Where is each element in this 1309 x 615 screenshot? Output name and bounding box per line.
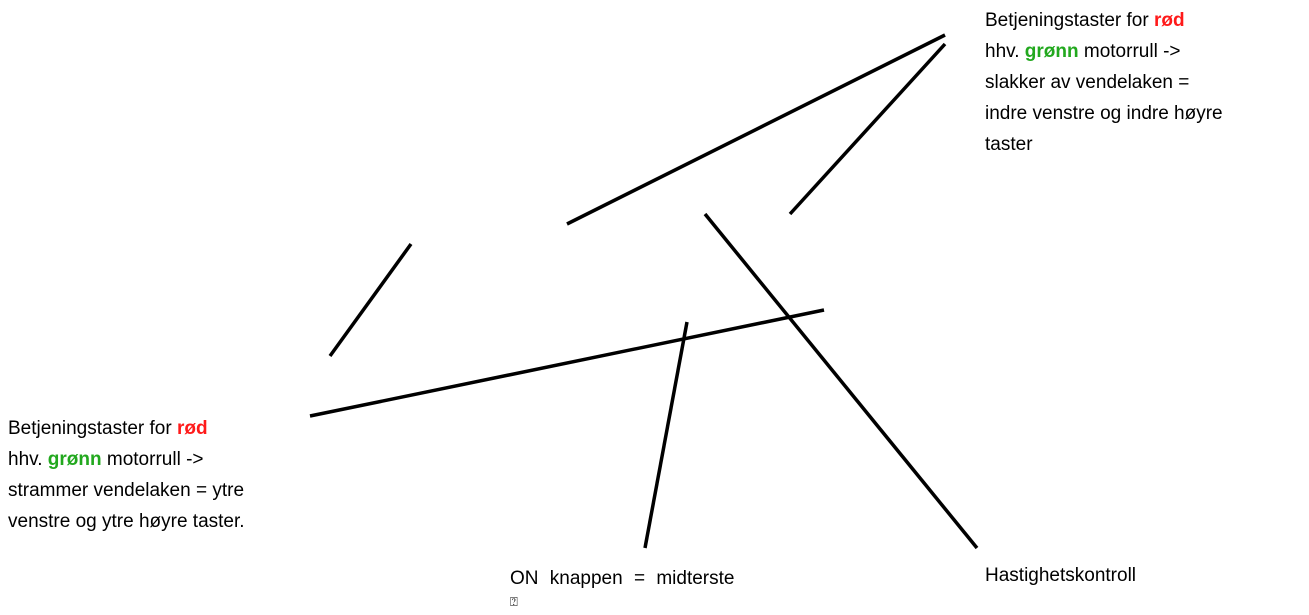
label-line: Betjeningstaster for rød: [8, 413, 245, 444]
label-text: Betjeningstaster for: [985, 10, 1154, 31]
pointer-line-top-short: [788, 42, 947, 216]
label-line: strammer vendelaken = ytre: [8, 480, 245, 501]
label-red-word: rød: [1153, 10, 1185, 31]
label-green-word: grønn: [47, 449, 102, 470]
label-line: hhv. grønn motorrull ->: [8, 444, 245, 475]
pointer-line-speed-control: [703, 212, 979, 550]
label-line: indre venstre og indre høyre: [985, 103, 1223, 124]
label-line: hhv. grønn motorrull ->: [985, 36, 1223, 67]
label-text: motorrull ->: [101, 449, 204, 470]
missing-glyph-icon: ⍰: [510, 595, 518, 610]
label-red-word: rød: [176, 418, 208, 439]
label-line: taster: [985, 134, 1033, 155]
label-on-button: ON knappen = midterste: [510, 568, 735, 589]
label-text: hhv.: [8, 449, 48, 470]
label-outer-keys: Betjeningstaster for rød hhv. grønn moto…: [8, 413, 245, 537]
label-line: Betjeningstaster for rød: [985, 5, 1223, 36]
pointer-line-on-button: [643, 321, 689, 549]
label-text: Betjeningstaster for: [8, 418, 177, 439]
label-inner-keys: Betjeningstaster for rød hhv. grønn moto…: [985, 5, 1223, 160]
label-speed-control: Hastighetskontroll: [985, 565, 1137, 586]
pointer-line-left-long: [309, 308, 825, 418]
label-text: hhv.: [985, 41, 1025, 62]
label-line: slakker av vendelaken =: [985, 72, 1190, 93]
label-green-word: grønn: [1024, 41, 1079, 62]
label-text: motorrull ->: [1078, 41, 1181, 62]
pointer-line-top-long: [566, 33, 946, 226]
label-line: venstre og ytre høyre taster.: [8, 511, 245, 532]
pointer-line-left-upper: [328, 242, 413, 358]
